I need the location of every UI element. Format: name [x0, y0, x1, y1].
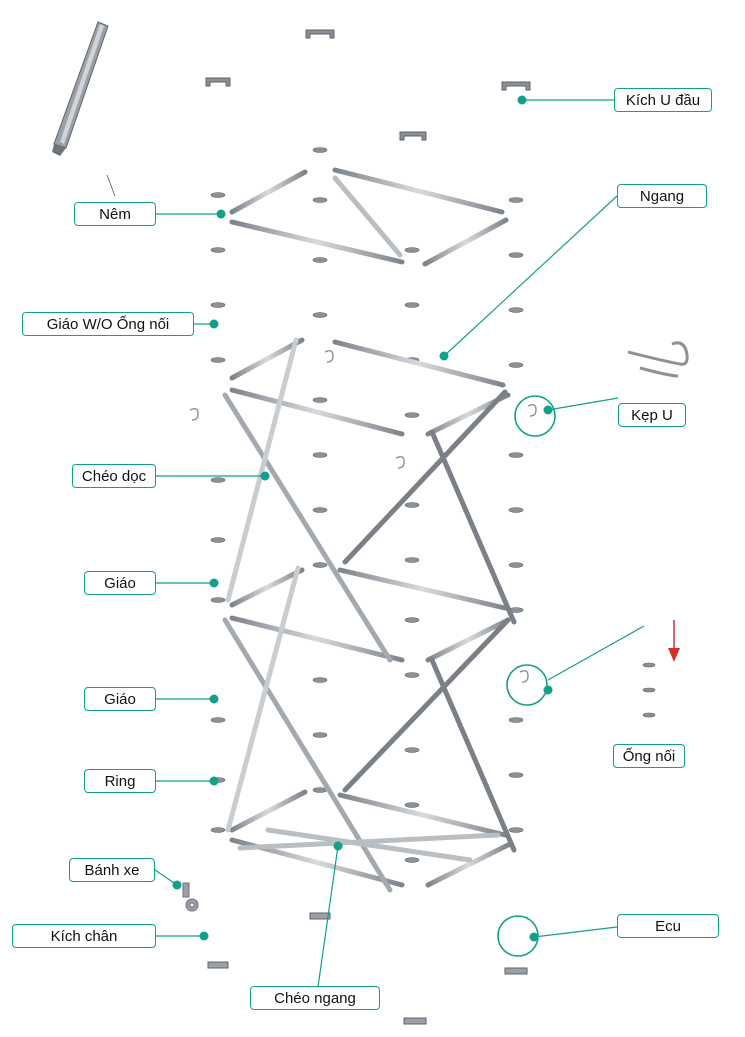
leader-lines	[154, 99, 645, 988]
base-plates	[207, 912, 528, 1025]
leader-dots	[172, 95, 553, 942]
ring-rosettes	[210, 147, 656, 863]
u-head-jacks	[205, 29, 531, 141]
diagonal-braces	[222, 175, 517, 893]
down-arrow-icon	[668, 620, 680, 662]
label-giao-2: Giáo	[84, 687, 156, 711]
highlight-circles	[497, 395, 556, 957]
label-ngang: Ngang	[617, 184, 707, 208]
u-clip-markers	[189, 349, 537, 683]
label-ring: Ring	[84, 769, 156, 793]
wedge-illustration	[52, 21, 109, 156]
label-giao-1: Giáo	[84, 571, 156, 595]
label-kich-u-dau: Kích U đầu	[614, 88, 712, 112]
label-nem: Nêm	[74, 202, 156, 226]
label-ecu: Ecu	[617, 914, 719, 938]
wedge-pointer	[106, 174, 116, 197]
label-kich-chan: Kích chân	[12, 924, 156, 948]
label-cheo-ngang: Chéo ngang	[250, 986, 380, 1010]
caster-wheel-illustration	[182, 882, 199, 912]
label-ong-noi: Ống nối	[613, 744, 685, 768]
label-banh-xe: Bánh xe	[69, 858, 155, 882]
label-cheo-doc: Chéo dọc	[72, 464, 156, 488]
u-clamp-illustration	[627, 341, 689, 378]
label-giao-wo-ong-noi: Giáo W/O Ống nối	[22, 312, 194, 336]
horizontal-ledgers	[229, 167, 511, 888]
label-kep-u: Kẹp U	[618, 403, 686, 427]
